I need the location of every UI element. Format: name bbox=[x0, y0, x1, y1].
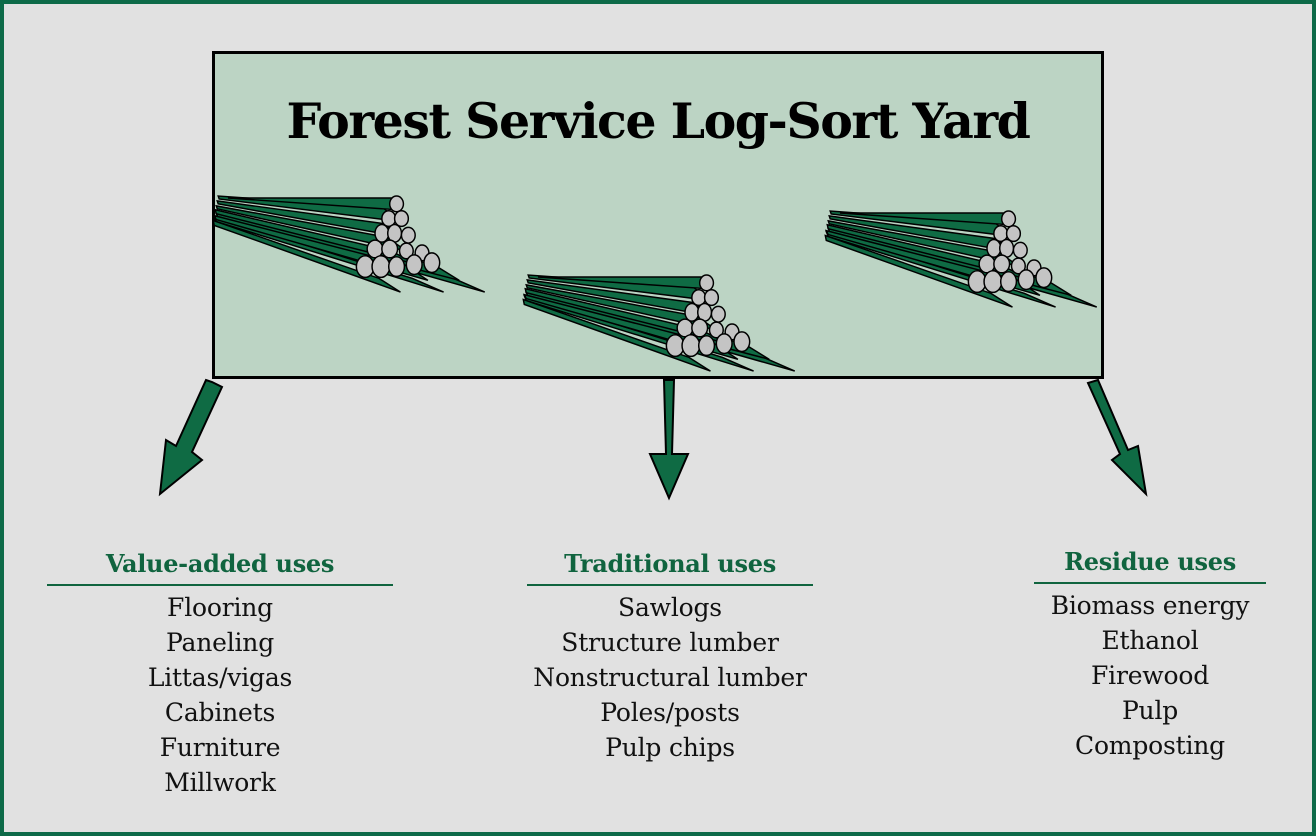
residue-uses-column: Residue uses Biomass energy Ethanol Fire… bbox=[1014, 546, 1286, 763]
list-item: Paneling bbox=[166, 628, 274, 657]
list-item: Pulp bbox=[1121, 696, 1179, 725]
list-item: Structure lumber bbox=[561, 628, 779, 657]
list-item: Ethanol bbox=[1101, 626, 1199, 655]
list-item: Pulp chips bbox=[605, 733, 735, 762]
column-divider bbox=[47, 584, 393, 586]
log-pile-icon bbox=[824, 210, 1098, 308]
list-item: Sawlogs bbox=[618, 593, 722, 622]
list-item: Nonstructural lumber bbox=[533, 663, 807, 692]
column-heading: Traditional uses bbox=[564, 549, 776, 578]
value-added-uses-column: Value-added uses Flooring Paneling Litta… bbox=[47, 548, 393, 800]
column-divider bbox=[527, 584, 813, 586]
column-divider bbox=[1034, 582, 1266, 584]
arrow-icon bbox=[1086, 378, 1148, 497]
list-item: Littas/vigas bbox=[147, 663, 293, 692]
list-item: Poles/posts bbox=[600, 698, 740, 727]
diagram-title: Forest Service Log-Sort Yard bbox=[286, 92, 1031, 150]
list-item: Firewood bbox=[1091, 661, 1209, 690]
list-item: Biomass energy bbox=[1050, 591, 1250, 620]
traditional-uses-column: Traditional uses Sawlogs Structure lumbe… bbox=[500, 548, 840, 765]
column-list: Sawlogs Structure lumber Nonstructural l… bbox=[500, 590, 840, 765]
column-heading: Residue uses bbox=[1064, 547, 1236, 576]
arrow-icon bbox=[648, 379, 690, 501]
column-heading: Value-added uses bbox=[105, 549, 335, 578]
list-item: Flooring bbox=[167, 593, 273, 622]
list-item: Furniture bbox=[159, 733, 281, 762]
column-list: Flooring Paneling Littas/vigas Cabinets … bbox=[47, 590, 393, 800]
log-pile-icon bbox=[522, 274, 796, 372]
list-item: Millwork bbox=[164, 768, 276, 797]
log-pile-icon bbox=[212, 195, 486, 293]
arrow-icon bbox=[158, 378, 224, 497]
column-list: Biomass energy Ethanol Firewood Pulp Com… bbox=[1014, 588, 1286, 763]
list-item: Cabinets bbox=[164, 698, 276, 727]
list-item: Composting bbox=[1075, 731, 1225, 760]
